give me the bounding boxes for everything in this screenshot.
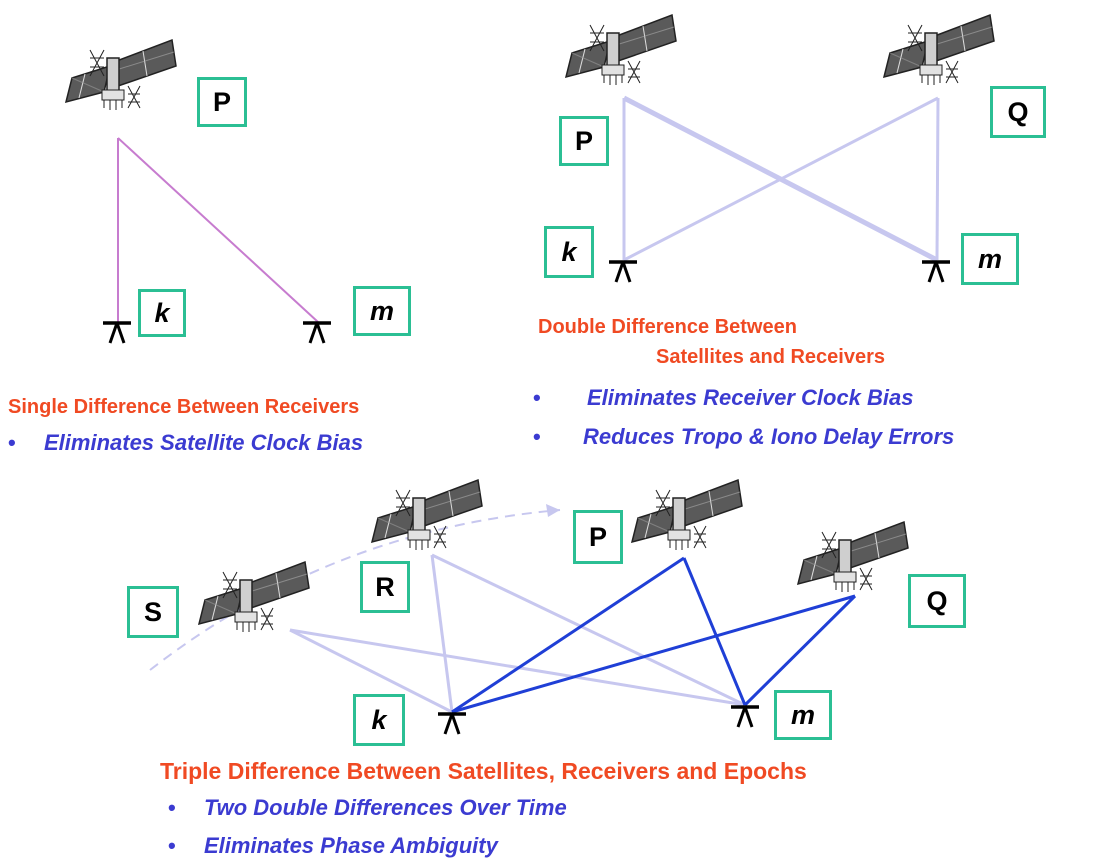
satellite-orbit-path	[149, 509, 561, 671]
receiver-antenna-icon	[101, 321, 133, 345]
bullet-dot: •	[533, 424, 541, 449]
label-receiver-m: m	[353, 286, 411, 336]
receiver-antenna-icon	[729, 705, 761, 729]
satellite-icon	[65, 39, 177, 111]
bullet-item: • Two Double Differences Over Time	[168, 795, 567, 821]
label-satellite-s: S	[127, 586, 179, 638]
label-receiver-k: k	[353, 694, 405, 746]
label-satellite-q: Q	[990, 86, 1046, 138]
bullet-text: Reduces Tropo & Iono Delay Errors	[583, 424, 955, 449]
single-difference-lines	[117, 137, 319, 323]
label-satellite-p: P	[197, 77, 247, 127]
satellite-icon	[565, 14, 677, 86]
satellite-icon	[198, 561, 310, 633]
single-line-p-m	[117, 137, 319, 323]
bullet-dot: •	[533, 385, 541, 410]
label-receiver-m: m	[961, 233, 1019, 285]
receiver-antenna-icon	[920, 260, 952, 284]
double-difference-heading-line1: Double Difference Between	[538, 316, 797, 338]
label-satellite-p: P	[573, 510, 623, 564]
label-satellite-r: R	[360, 561, 410, 613]
single-difference-heading: Single Difference Between Receivers	[8, 396, 360, 418]
satellite-icon	[371, 479, 483, 551]
bullet-text: Two Double Differences Over Time	[204, 795, 567, 820]
triple-difference-strong-lines	[451, 556, 857, 714]
bullet-text: Eliminates Receiver Clock Bias	[587, 385, 914, 410]
bullet-dot: •	[168, 833, 176, 858]
label-receiver-k: k	[544, 226, 594, 278]
receiver-antenna-icon	[607, 260, 639, 284]
bullet-dot: •	[168, 795, 176, 820]
triple-difference-heading: Triple Difference Between Satellites, Re…	[160, 758, 807, 784]
satellite-icon	[631, 479, 743, 551]
bullet-text: Eliminates Phase Ambiguity	[204, 833, 498, 858]
bullet-item: • Eliminates Satellite Clock Bias	[8, 430, 363, 456]
bullet-item: • Reduces Tropo & Iono Delay Errors	[533, 424, 954, 450]
receiver-antenna-icon	[436, 712, 468, 736]
bullet-dot: •	[8, 430, 16, 455]
orbit-arrowhead	[546, 504, 560, 517]
receiver-antenna-icon	[301, 321, 333, 345]
label-satellite-p: P	[559, 116, 609, 166]
triple-difference-faint-lines	[289, 553, 746, 714]
label-receiver-k: k	[138, 289, 186, 337]
satellite-icon	[797, 521, 909, 593]
double-difference-heading-line2: Satellites and Receivers	[656, 346, 886, 368]
bullet-item: • Eliminates Phase Ambiguity	[168, 833, 498, 859]
double-difference-lines	[622, 95, 940, 263]
bullet-item: • Eliminates Receiver Clock Bias	[533, 385, 914, 411]
label-receiver-m: m	[774, 690, 832, 740]
label-satellite-q: Q	[908, 574, 966, 628]
satellite-icon	[883, 14, 995, 86]
bullet-text: Eliminates Satellite Clock Bias	[44, 430, 364, 455]
